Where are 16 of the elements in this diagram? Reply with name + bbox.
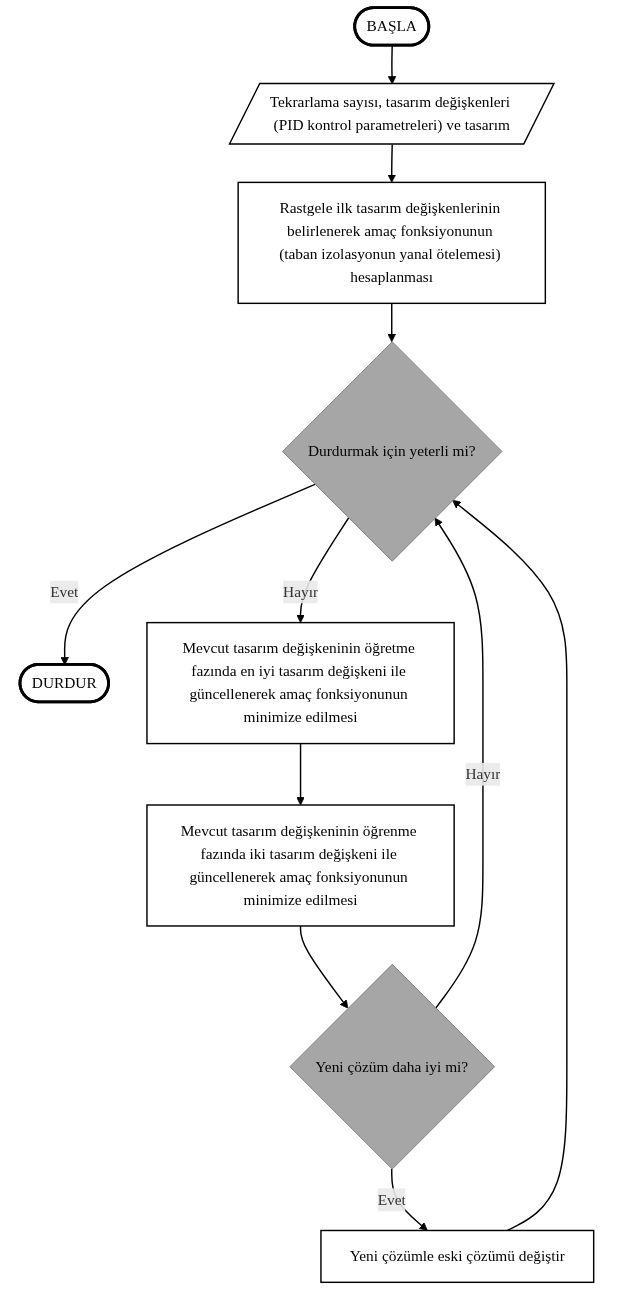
edge-label: Hayır: [283, 583, 319, 600]
arrow: [434, 517, 484, 1009]
node-box: Mevcut tasarım değişkeninin öğrenme fazında iki tasarım değişkeni ile güncellenerek amaç fonksiyonunun minimize edilmesi: [146, 804, 455, 927]
node-diamond: Durdurmak için yeterli mi?: [282, 341, 503, 562]
node-diamond: Yeni çözüm daha iyi mi?: [289, 963, 496, 1170]
arrow: [296, 742, 305, 806]
arrow: [452, 499, 568, 1232]
edge-label: Evet: [377, 1191, 406, 1208]
arrow: [299, 925, 349, 1009]
edge-label: Hayır: [465, 765, 501, 782]
node-box: Rastgele ilk tasarım değişkenlerinin belirlenerek amaç fonksiyonunun (taban izolasyonun yanal ötelemesi) hesaplanması: [237, 181, 547, 305]
node-box: Yeni çözümle eski çözümü değiştir: [320, 1229, 595, 1284]
node-box: Mevcut tasarım değişkeninin öğretme fazında en iyi tasarım değişkeni ile güncellenerek amaç fonksiyonunun minimize edilmesi: [146, 621, 455, 745]
edge-label: Evet: [50, 583, 79, 600]
arrow: [387, 143, 396, 183]
arrow: [387, 302, 396, 343]
